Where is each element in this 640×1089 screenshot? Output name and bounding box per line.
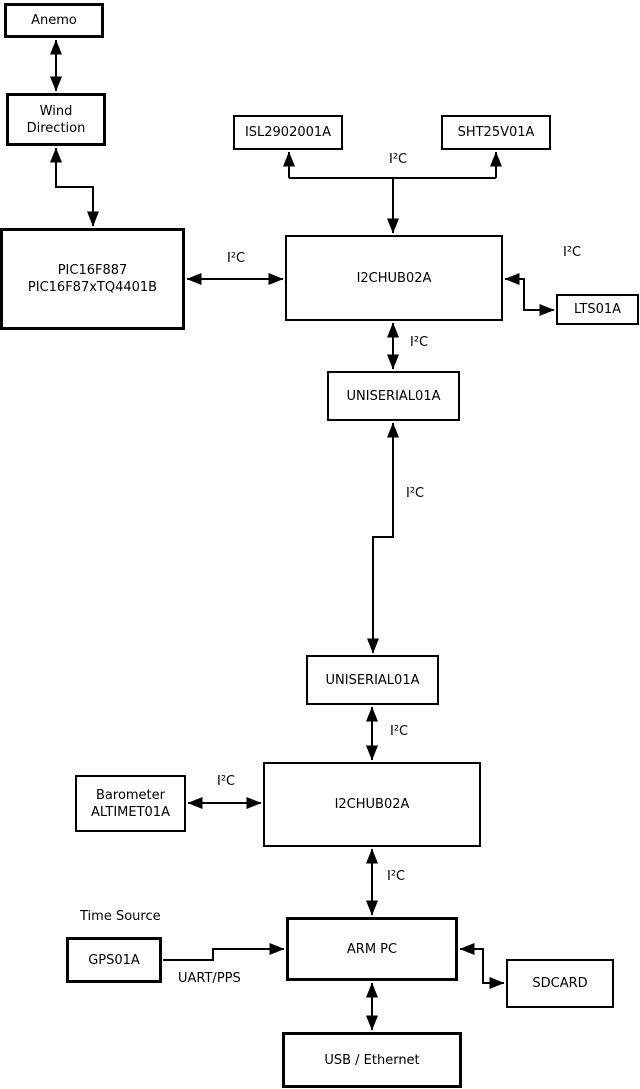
box-gps01a-label: GPS01A <box>88 952 140 968</box>
box-i2chub-bottom: I2CHUB02A <box>263 762 481 847</box>
wire-wind-pic <box>50 147 99 227</box>
box-pic-mcu-label-1: PIC16F887 <box>57 263 128 278</box>
box-sdcard-label: SDCARD <box>532 976 588 991</box>
box-sht25v01a: SHT25V01A <box>441 115 551 150</box>
box-lts01a-label: LTS01A <box>573 302 622 317</box>
box-wind-direction-label-1: Wind <box>39 103 73 119</box>
box-isl2902001a-label: ISL2902001A <box>244 125 332 140</box>
box-pic-mcu-label-2: PIC16F87xTQ4401B <box>27 280 158 295</box>
box-uniserial-bottom-label: UNISERIAL01A <box>325 672 420 688</box>
label-i2c-hub1-lts: I²C <box>563 245 582 260</box>
label-i2c-baro-hub2: I²C <box>217 774 236 789</box>
box-uniserial-top-label: UNISERIAL01A <box>346 388 441 404</box>
box-i2chub-bottom-label: I2CHUB02A <box>334 797 410 812</box>
box-i2chub-top-label: I2CHUB02A <box>356 270 432 286</box>
wire-arm-sdcard <box>459 943 505 989</box>
box-anemo-label: Anemo <box>31 13 77 28</box>
box-uniserial-bottom: UNISERIAL01A <box>306 655 439 705</box>
label-i2c-hub1-uni1: I²C <box>410 335 429 350</box>
label-i2c-uni2-hub2: I²C <box>390 724 409 739</box>
box-pic-mcu: PIC16F887 PIC16F87xTQ4401B <box>0 228 185 330</box>
label-time-source: Time Source <box>80 909 161 924</box>
box-usb-ethernet-label: USB / Ethernet <box>324 1052 420 1068</box>
box-barometer: Barometer ALTIMET01A <box>75 775 186 832</box>
box-sht25v01a-label: SHT25V01A <box>457 125 535 140</box>
label-i2c-pic-hub1: I²C <box>227 251 246 266</box>
box-isl2902001a: ISL2902001A <box>233 115 343 150</box>
wire-uni1-uni2 <box>367 422 399 654</box>
box-wind-direction: Wind Direction <box>6 93 106 146</box>
box-anemo: Anemo <box>4 3 104 38</box>
box-arm-pc: ARM PC <box>286 917 458 981</box>
label-i2c-hub2-arm: I²C <box>387 869 406 884</box>
box-i2chub-top: I2CHUB02A <box>285 235 503 321</box>
wire-gps-arm <box>163 943 285 961</box>
box-barometer-label-1: Barometer <box>96 787 165 803</box>
label-uart-pps: UART/PPS <box>178 971 241 986</box>
box-gps01a: GPS01A <box>66 937 162 983</box>
box-wind-direction-label-2: Direction <box>26 120 86 136</box>
box-uniserial-top: UNISERIAL01A <box>327 371 460 421</box>
box-arm-pc-label: ARM PC <box>346 941 398 957</box>
label-i2c-bus-top: I²C <box>389 152 408 167</box>
box-lts01a: LTS01A <box>556 294 639 325</box>
label-i2c-uni1-uni2: I²C <box>406 486 425 501</box>
box-barometer-label-2: ALTIMET01A <box>91 804 170 820</box>
wire-hub1-lts <box>504 273 555 316</box>
box-sdcard: SDCARD <box>506 959 614 1008</box>
box-usb-ethernet: USB / Ethernet <box>282 1032 462 1088</box>
